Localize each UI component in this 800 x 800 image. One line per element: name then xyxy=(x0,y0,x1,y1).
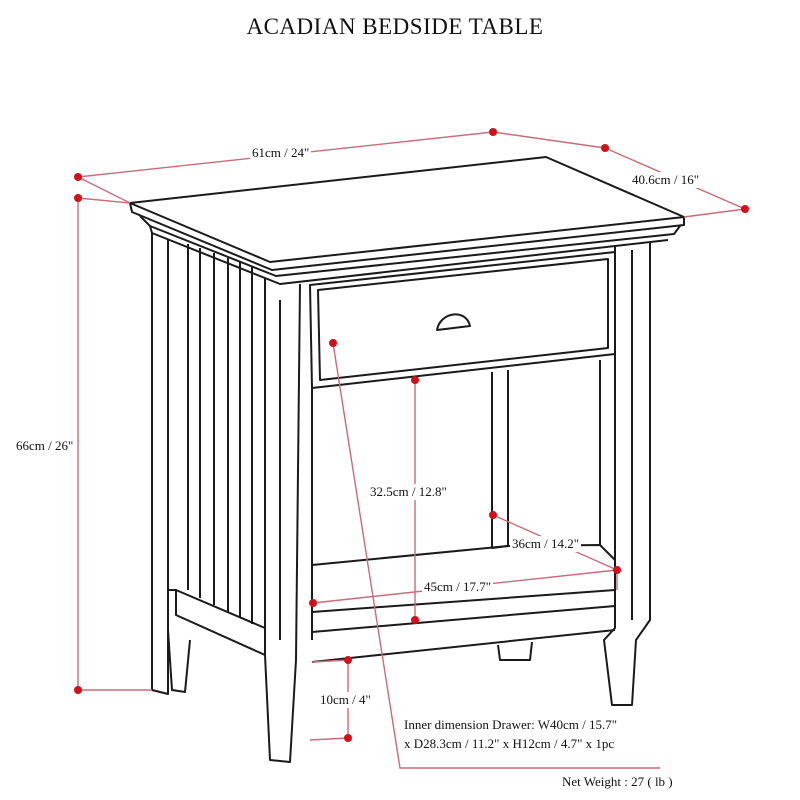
inner-height-label: 32.5cm / 12.8" xyxy=(368,484,449,500)
table-top xyxy=(129,156,685,285)
drawer-note-line2: x D28.3cm / 11.2" x H12cm / 4.7" x 1pc xyxy=(404,736,615,751)
side-panel xyxy=(151,233,266,695)
front-left-leg xyxy=(264,278,301,763)
height-label: 66cm / 26" xyxy=(14,438,76,454)
dimension-lines xyxy=(77,131,746,769)
drawer-note-line1: Inner dimension Drawer: W40cm / 15.7" xyxy=(404,717,618,732)
dimension-dots xyxy=(74,128,749,742)
front-right-leg xyxy=(603,242,651,706)
width-label: 61cm / 24" xyxy=(250,145,312,161)
drawer xyxy=(309,251,616,389)
depth-label: 40.6cm / 16" xyxy=(630,172,702,188)
drawer-pull-icon xyxy=(436,313,471,331)
shelf-depth-label: 36cm / 14.2" xyxy=(510,536,582,552)
diagram-title: ACADIAN BEDSIDE TABLE xyxy=(246,14,544,39)
shelf-width-label: 45cm / 17.7" xyxy=(422,579,494,595)
leg-height-label: 10cm / 4" xyxy=(318,692,373,708)
net-weight: Net Weight : 27 ( lb ) xyxy=(562,774,673,789)
open-shelf xyxy=(311,360,616,663)
